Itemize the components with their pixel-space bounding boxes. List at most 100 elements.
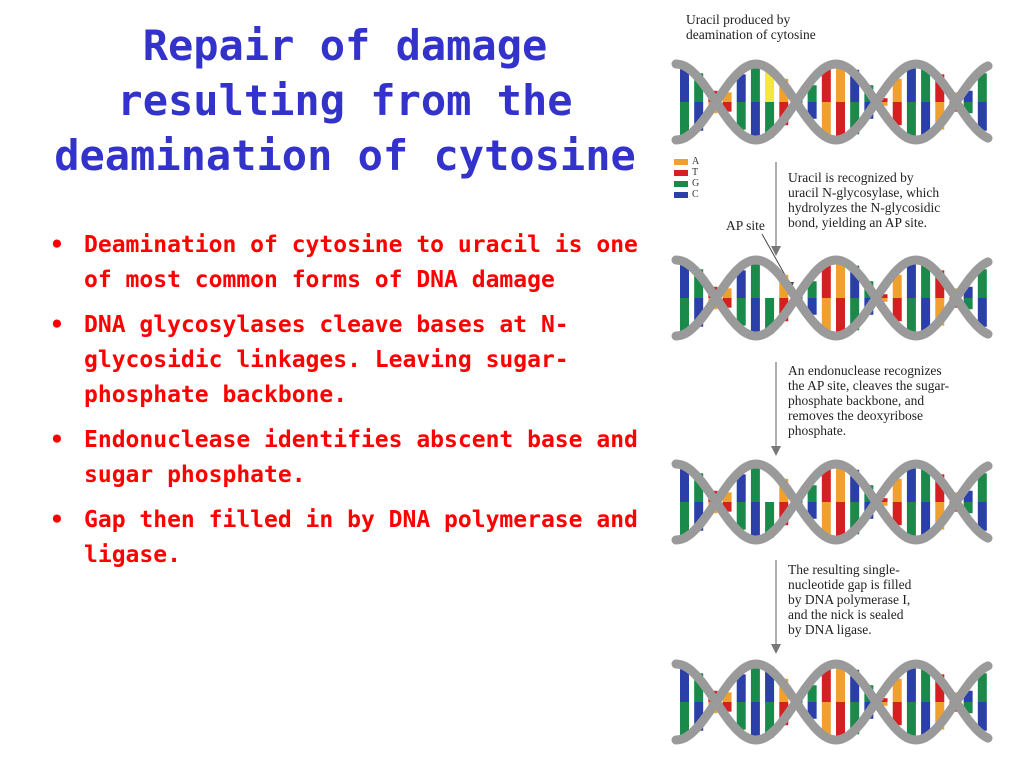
base-pair bbox=[836, 664, 845, 740]
base bbox=[750, 502, 760, 540]
base-pair bbox=[935, 674, 945, 730]
base bbox=[878, 702, 888, 706]
base bbox=[736, 702, 746, 730]
legend-item-c: C bbox=[674, 190, 699, 200]
base bbox=[977, 502, 987, 531]
base bbox=[722, 492, 732, 502]
legend-swatch bbox=[674, 170, 688, 176]
base-pair bbox=[765, 666, 775, 738]
base bbox=[836, 102, 845, 140]
base bbox=[878, 102, 888, 106]
base bbox=[977, 269, 987, 298]
base bbox=[821, 298, 831, 331]
base bbox=[963, 90, 973, 102]
base-pair bbox=[977, 673, 987, 731]
base bbox=[977, 102, 987, 131]
base bbox=[736, 102, 746, 130]
base-pair bbox=[765, 298, 775, 334]
base-pair bbox=[906, 262, 916, 334]
base-pair bbox=[765, 66, 775, 138]
base-legend: A T G C bbox=[674, 157, 714, 205]
base bbox=[935, 502, 945, 530]
base-pair bbox=[906, 666, 916, 738]
base bbox=[694, 502, 704, 531]
base bbox=[836, 464, 845, 502]
base-pair bbox=[736, 674, 746, 730]
base bbox=[680, 702, 689, 740]
base bbox=[906, 66, 916, 102]
base bbox=[722, 298, 732, 308]
base bbox=[807, 702, 817, 719]
dna-helix-step-2 bbox=[671, 255, 993, 341]
base-pair bbox=[722, 492, 732, 512]
base-pair bbox=[963, 90, 973, 114]
base bbox=[765, 298, 775, 334]
base-pair bbox=[878, 698, 888, 706]
base-pair bbox=[694, 473, 704, 531]
base bbox=[935, 270, 945, 298]
ap-site-label: AP site bbox=[726, 218, 765, 233]
base-pair bbox=[750, 260, 760, 336]
base-pair bbox=[750, 664, 760, 740]
base bbox=[935, 74, 945, 102]
base-pair bbox=[736, 74, 746, 130]
base bbox=[694, 702, 704, 731]
base bbox=[935, 702, 945, 730]
base bbox=[807, 298, 817, 315]
legend-label: T bbox=[692, 167, 699, 178]
base bbox=[906, 502, 916, 538]
base bbox=[963, 298, 973, 310]
base bbox=[694, 298, 704, 327]
base bbox=[921, 260, 931, 298]
base bbox=[736, 674, 746, 702]
backbone-strand-2 bbox=[671, 659, 993, 745]
base bbox=[836, 502, 845, 540]
base bbox=[807, 502, 817, 519]
base-pair bbox=[850, 469, 860, 535]
base-pair bbox=[680, 64, 689, 140]
bullet-item: Endonuclease identifies abscent base and… bbox=[40, 423, 660, 493]
base bbox=[836, 260, 845, 298]
base-pair bbox=[807, 281, 817, 315]
bullet-list: Deamination of cytosine to uracil is one… bbox=[40, 228, 660, 583]
base bbox=[694, 269, 704, 298]
base-pair bbox=[878, 498, 888, 506]
base bbox=[722, 702, 732, 712]
base bbox=[680, 260, 689, 298]
base bbox=[892, 678, 902, 702]
base-pair bbox=[963, 286, 973, 310]
base-pair bbox=[722, 692, 732, 712]
base-pair bbox=[736, 474, 746, 530]
backbone-strand-2 bbox=[671, 255, 993, 341]
base bbox=[878, 698, 888, 702]
base-pair bbox=[836, 64, 845, 140]
base-pair bbox=[963, 690, 973, 714]
base bbox=[977, 473, 987, 502]
backbone-strand-2 bbox=[671, 459, 993, 545]
base bbox=[765, 502, 775, 538]
base bbox=[750, 64, 760, 102]
base bbox=[722, 102, 732, 112]
base-pair bbox=[906, 66, 916, 138]
backbone-strand-1 bbox=[671, 459, 993, 545]
base bbox=[750, 260, 760, 298]
base bbox=[680, 664, 689, 702]
base-pair bbox=[892, 678, 902, 726]
base bbox=[963, 286, 973, 298]
base bbox=[821, 69, 831, 102]
base-pair bbox=[892, 478, 902, 526]
backbone-strand-1 bbox=[671, 255, 993, 341]
base bbox=[977, 73, 987, 102]
base-pair bbox=[680, 260, 689, 336]
legend-item-t: T bbox=[674, 168, 698, 178]
base bbox=[878, 98, 888, 102]
base bbox=[977, 702, 987, 731]
uracil-base bbox=[765, 66, 775, 102]
base bbox=[935, 102, 945, 130]
bullet-item: Gap then filled in by DNA polymerase and… bbox=[40, 503, 660, 573]
base bbox=[807, 685, 817, 702]
caption-uracil-recognized: Uracil is recognized by uracil N-glycosy… bbox=[788, 170, 941, 230]
legend-label: C bbox=[692, 189, 699, 200]
base bbox=[977, 673, 987, 702]
base-pair bbox=[694, 673, 704, 731]
